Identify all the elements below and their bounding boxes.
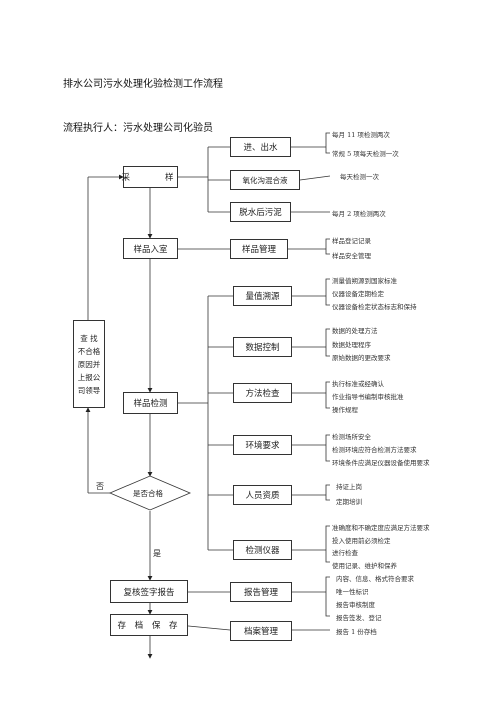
- sampling-box: 采 样: [122, 166, 178, 188]
- nonconformity-line: 不合格: [77, 346, 101, 356]
- branch-data-control: 数据控制: [233, 337, 292, 357]
- branch-inflow-outflow: 进、出水: [230, 137, 291, 157]
- yes-label: 是: [153, 549, 161, 558]
- note: 样品安全管理: [332, 252, 371, 260]
- branch-personnel: 人员资质: [233, 485, 292, 505]
- branch-oxidation-ditch: 氧化沟混合液: [230, 170, 300, 190]
- note: 准确度和不确定度应满足方法要求: [332, 524, 430, 532]
- note: 进行检查: [332, 549, 358, 557]
- note: 检测环境应符合检测方法要求: [332, 446, 417, 454]
- nonconformity-line: 上报公: [77, 372, 101, 382]
- decision-diamond: [108, 475, 192, 511]
- sample-test-box: 样品检测: [123, 392, 178, 414]
- note: 报告审核制度: [336, 601, 375, 609]
- note: 内容、信息、格式符合要求: [336, 575, 414, 583]
- note: 数据处理程序: [332, 341, 371, 349]
- note: 持证上岗: [336, 483, 362, 491]
- note: 每月 2 项检测两次: [332, 210, 386, 218]
- note: 报告 1 份存档: [336, 628, 377, 636]
- branch-traceability: 量值溯源: [233, 286, 292, 306]
- note: 样品登记记录: [332, 237, 371, 245]
- note: 作业指导书编制审核批准: [332, 393, 404, 401]
- note: 投入使用前必须检定: [332, 537, 391, 545]
- note: 数据的处理方法: [332, 327, 378, 335]
- decision-label: 是否合格: [133, 489, 163, 498]
- nonconformity-line: 原因并: [77, 359, 101, 369]
- branch-report-management: 报告管理: [230, 582, 292, 602]
- note: 使用记录、维护和保养: [332, 562, 397, 570]
- branch-sample-management: 样品管理: [230, 239, 288, 259]
- note: 测量值朔源到国家标准: [332, 277, 397, 285]
- note: 操作规程: [332, 406, 358, 414]
- note: 定期培训: [336, 498, 362, 506]
- page-title: 排水公司污水处理化验检测工作流程: [63, 79, 223, 90]
- nonconformity-line: 司领导: [77, 385, 101, 395]
- nonconformity-line: 查 找: [80, 333, 98, 343]
- note: 执行标准或经确认: [332, 380, 384, 388]
- no-label: 否: [96, 482, 104, 491]
- note: 原始数据的更改要求: [332, 354, 391, 362]
- note: 仪器设备定期检定: [332, 290, 384, 298]
- branch-environment: 环境要求: [233, 435, 292, 455]
- note: 每月 11 项检测两次: [332, 131, 390, 139]
- nonconformity-box: 查 找 不合格 原因并 上报公 司领导: [73, 320, 105, 408]
- note: 报告签发、登记: [336, 614, 382, 622]
- branch-archive-management: 档案管理: [230, 621, 292, 641]
- branch-dewatered-sludge: 脱水后污泥: [230, 202, 291, 222]
- note: 检测场所安全: [332, 433, 371, 441]
- review-report-box: 复核签字报告: [110, 580, 188, 603]
- process-executor: 流程执行人：污水处理公司化验员: [63, 123, 213, 134]
- branch-instruments: 检测仪器: [233, 540, 292, 560]
- note: 仪器设备检定状态标志和保持: [332, 303, 417, 311]
- note: 每天检测一次: [340, 173, 379, 181]
- branch-method-check: 方法检查: [233, 383, 292, 403]
- note: 环境条件应满足仪器设备使用要求: [332, 459, 430, 467]
- sample-in-box: 样品入室: [123, 238, 178, 259]
- note: 常规 5 项每天检测一次: [332, 150, 399, 158]
- archive-box: 存 档 保 存: [110, 614, 188, 636]
- note: 唯一性标识: [336, 588, 369, 596]
